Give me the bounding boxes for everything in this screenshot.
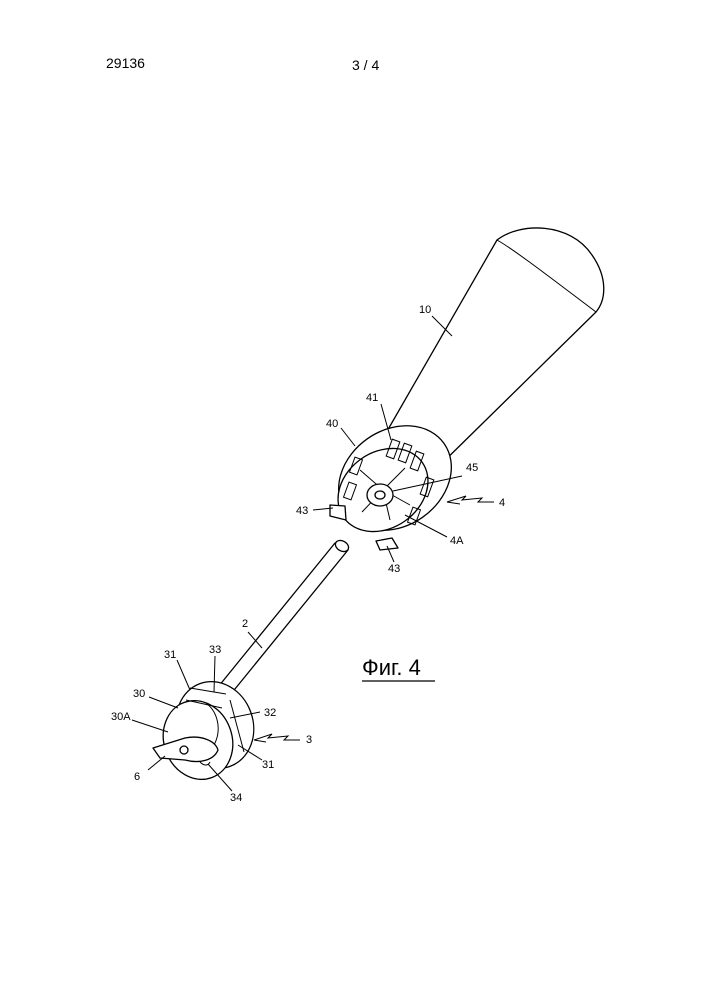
label-41: 41 xyxy=(366,392,378,404)
label-43-bottom: 43 xyxy=(388,563,400,575)
label-45: 45 xyxy=(466,462,478,474)
label-30A: 30A xyxy=(111,711,131,723)
label-33: 33 xyxy=(209,644,221,656)
part-2-rod xyxy=(214,538,351,700)
label-6: 6 xyxy=(134,771,140,783)
label-3: 3 xyxy=(306,734,312,746)
part-3-cap xyxy=(152,671,265,790)
label-2: 2 xyxy=(242,618,248,630)
label-4A: 4A xyxy=(450,535,464,547)
label-32: 32 xyxy=(264,707,276,719)
figure-caption: Фиг. 4 xyxy=(362,655,435,681)
label-40: 40 xyxy=(326,418,338,430)
label-31-top: 31 xyxy=(164,649,176,661)
label-43-left: 43 xyxy=(296,505,308,517)
label-34: 34 xyxy=(230,792,242,804)
label-30: 30 xyxy=(133,688,145,700)
label-4: 4 xyxy=(499,497,505,509)
figure-caption-text: Фиг. 4 xyxy=(362,655,421,680)
label-31-bottom: 31 xyxy=(262,759,274,771)
label-10: 10 xyxy=(419,304,431,316)
